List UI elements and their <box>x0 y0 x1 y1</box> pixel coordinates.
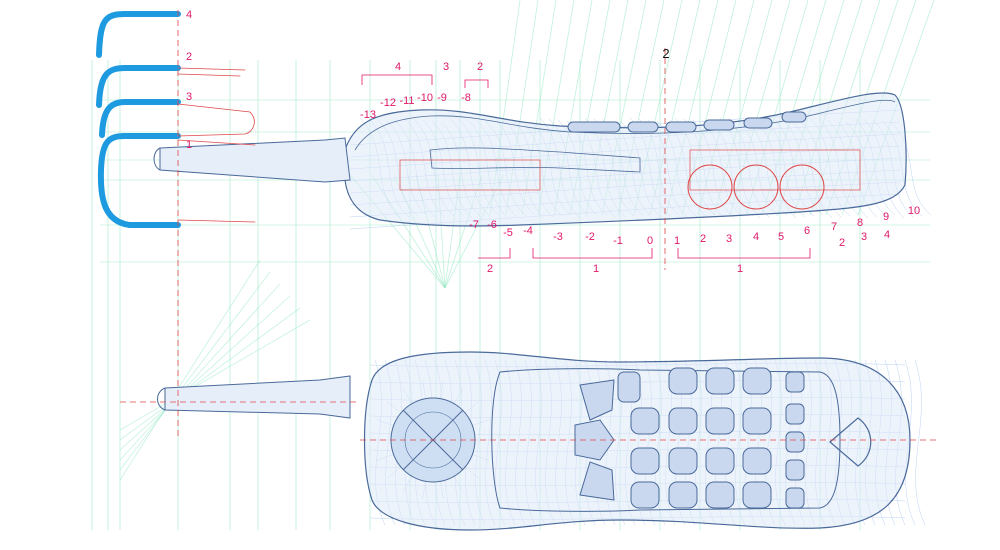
side-grip-slot <box>429 147 641 173</box>
section-label: 4 <box>186 9 192 21</box>
station-label: -5 <box>503 227 513 239</box>
center-lines <box>120 10 940 441</box>
keypad-key <box>668 447 698 475</box>
front-body-outline <box>363 351 911 531</box>
station-label: -6 <box>487 219 497 231</box>
station-label: 10 <box>908 205 920 217</box>
group-label: 1 <box>593 263 599 275</box>
station-label: -10 <box>417 92 433 104</box>
keypad-key <box>742 407 772 435</box>
station-label: 8 <box>857 217 863 229</box>
station-label: 9 <box>883 211 889 223</box>
profile-section-4 <box>96 11 181 58</box>
keypad-key <box>742 367 772 395</box>
section-label: 1 <box>186 139 192 151</box>
keypad-key <box>668 481 698 509</box>
station-label: 3 <box>726 233 732 245</box>
group-label: 2 <box>477 61 483 73</box>
side-antenna-tip <box>153 147 161 171</box>
section-label: 3 <box>186 91 192 103</box>
keypad-key <box>630 481 660 509</box>
station-label: -9 <box>437 92 447 104</box>
side-red-guides <box>399 149 861 191</box>
keypad-key <box>705 367 735 395</box>
keypad-side-key <box>785 371 805 393</box>
keypad-side-key <box>785 459 805 481</box>
station-label: -13 <box>360 109 376 121</box>
keypad-key <box>705 481 735 509</box>
station-label: -12 <box>380 97 396 109</box>
station-label: -8 <box>461 92 471 104</box>
group-label: 1 <box>737 263 743 275</box>
station-label: -7 <box>469 219 479 231</box>
station-label: 6 <box>804 225 810 237</box>
keypad-side-key <box>785 487 805 509</box>
station-label: 2 <box>700 233 706 245</box>
profile-section-1 <box>97 133 181 228</box>
group-label: 3 <box>443 61 449 73</box>
labels: 2 4 2 3 1 4 3 2 2 1 1 -13 -12 -11 -10 -9… <box>186 9 920 275</box>
dimension-brackets <box>361 74 811 259</box>
keypad-key <box>668 407 698 435</box>
side-body-inner-line <box>354 99 896 151</box>
front-view <box>157 351 911 531</box>
keypad-side-key <box>785 431 805 453</box>
keypad-key <box>742 447 772 475</box>
front-keypad-panel <box>491 368 841 512</box>
profile-section-2 <box>96 65 181 108</box>
keypad-key <box>617 371 641 403</box>
profile-section-3 <box>99 99 181 138</box>
station-label: 7 <box>831 221 837 233</box>
profile-sections <box>96 11 256 228</box>
group-label: 2 <box>487 263 493 275</box>
keypad-key <box>705 447 735 475</box>
right-label: 2 <box>839 237 845 249</box>
view-number: 2 <box>662 46 669 61</box>
right-label: 4 <box>884 229 890 241</box>
station-label: 1 <box>674 235 680 247</box>
keypad-side-key <box>785 403 805 425</box>
station-label: -3 <box>553 231 563 243</box>
station-label: -11 <box>399 95 414 107</box>
station-label: 4 <box>753 231 759 243</box>
group-label: 4 <box>395 61 401 73</box>
front-end-triangle <box>829 417 872 467</box>
side-speaker-circles <box>687 164 825 210</box>
keypad-key <box>742 481 772 509</box>
station-label: -4 <box>523 225 533 237</box>
side-top-buttons <box>567 111 807 133</box>
keypad-key <box>630 447 660 475</box>
right-label: 3 <box>861 231 867 243</box>
station-label: -2 <box>585 231 595 243</box>
keypad-key <box>630 407 660 435</box>
keypad-key <box>668 367 698 395</box>
front-keypad-keys <box>617 367 805 509</box>
keypad-key <box>705 407 735 435</box>
front-antenna-tip <box>157 387 166 411</box>
station-label: -1 <box>613 235 623 247</box>
station-label: 0 <box>647 235 653 247</box>
station-label: 5 <box>778 231 784 243</box>
side-view <box>153 92 907 227</box>
section-label: 2 <box>186 51 192 63</box>
front-antenna <box>164 375 351 419</box>
